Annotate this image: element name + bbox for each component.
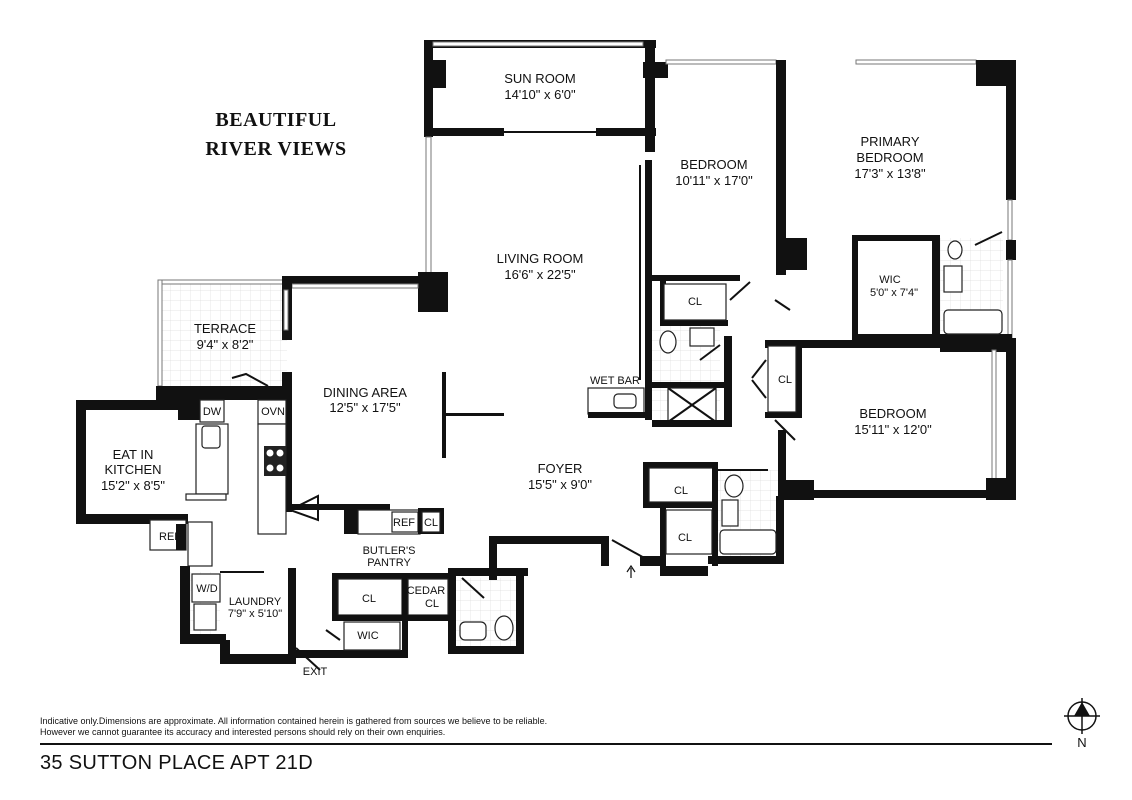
bedroom-1-dims: 10'11" x 17'0" bbox=[675, 173, 753, 188]
entry-arrow-icon bbox=[626, 564, 636, 578]
pantry-ref-label: REF bbox=[393, 517, 415, 529]
cedar-closet-label-1: CEDAR bbox=[407, 585, 446, 597]
living-room-dims: 16'6" x 22'5" bbox=[504, 267, 576, 282]
butlers-pantry-label-1: BUTLER'S bbox=[363, 545, 416, 557]
pantry-closets bbox=[296, 573, 456, 658]
bedroom-2-label: BEDROOM bbox=[859, 406, 926, 421]
dining-area-dims: 12'5" x 17'5" bbox=[329, 400, 401, 415]
foyer-closet-2-label: CL bbox=[678, 532, 692, 544]
kitchen-ref-label: REF bbox=[159, 531, 181, 543]
terrace-floor bbox=[162, 282, 287, 386]
sun-room-walls bbox=[424, 40, 656, 137]
laundry-label: LAUNDRY bbox=[229, 596, 282, 608]
kitchen-label-1: EAT IN bbox=[113, 447, 154, 462]
primary-wic-dims: 5'0" x 7'4" bbox=[870, 287, 918, 299]
cedar-closet-label-2: CL bbox=[425, 598, 439, 610]
powder-room bbox=[448, 568, 528, 654]
bedroom-2-dims: 15'11" x 12'0" bbox=[854, 422, 932, 437]
disclaimer: Indicative only.Dimensions are approxima… bbox=[40, 716, 547, 738]
living-room-walls bbox=[288, 136, 448, 312]
terrace-label: TERRACE bbox=[194, 321, 256, 336]
headline-line-1: BEAUTIFUL bbox=[215, 109, 336, 131]
kitchen-label-2: KITCHEN bbox=[104, 462, 161, 477]
bedroom-2-walls bbox=[751, 299, 1016, 500]
wet-bar bbox=[587, 387, 648, 418]
bedroom-walls bbox=[639, 59, 1016, 420]
pantry-wic-label: WIC bbox=[357, 630, 378, 642]
primary-bedroom-dims: 17'3" x 13'8" bbox=[854, 166, 926, 181]
pantry-closet-label: CL bbox=[424, 517, 438, 529]
terrace-dims: 9'4" x 8'2" bbox=[197, 337, 254, 352]
foyer-label: FOYER bbox=[538, 461, 583, 476]
primary-bedroom-label-1: PRIMARY bbox=[861, 134, 920, 149]
wet-bar-label: WET BAR bbox=[590, 375, 640, 387]
foyer-closet-1-label: CL bbox=[674, 485, 688, 497]
primary-bedroom-label-2: BEDROOM bbox=[856, 150, 923, 165]
dishwasher-label: DW bbox=[203, 406, 222, 418]
headline-line-2: RIVER VIEWS bbox=[205, 138, 346, 160]
terrace-walls bbox=[157, 276, 292, 512]
sun-room-dims: 14'10" x 6'0" bbox=[504, 87, 576, 102]
primary-bath-fixtures bbox=[943, 231, 1003, 335]
primary-wic-label: WIC bbox=[879, 274, 900, 286]
footer-rule bbox=[40, 743, 1052, 745]
compass-north-label: N bbox=[1077, 735, 1086, 750]
pantry-hall-closet-label: CL bbox=[362, 593, 376, 605]
property-address: 35 SUTTON PLACE APT 21D bbox=[40, 752, 313, 774]
dining-area-label: DINING AREA bbox=[323, 385, 407, 400]
kitchen-walls bbox=[76, 386, 287, 567]
laundry-dims: 7'9" x 5'10" bbox=[228, 608, 282, 620]
kitchen-dims: 15'2" x 8'5" bbox=[101, 478, 165, 493]
hall-closet-and-bath bbox=[652, 280, 751, 427]
compass-icon bbox=[1064, 698, 1100, 734]
bedroom-1-label: BEDROOM bbox=[680, 157, 747, 172]
dining-divider-h bbox=[446, 413, 504, 416]
stovetop-icon bbox=[264, 446, 286, 476]
hall-closet-label: CL bbox=[688, 296, 702, 308]
bedroom-2-closet-label: CL bbox=[778, 374, 792, 386]
butlers-pantry-label-2: PANTRY bbox=[367, 557, 411, 569]
washer-dryer-label: W/D bbox=[196, 583, 217, 595]
sun-room-label: SUN ROOM bbox=[504, 71, 576, 86]
butlers-pantry bbox=[287, 494, 444, 535]
foyer-dims: 15'5" x 9'0" bbox=[528, 477, 592, 492]
exit-label: EXIT bbox=[303, 666, 328, 678]
disclaimer-line-1: Indicative only.Dimensions are approxima… bbox=[40, 716, 548, 726]
entry-walls bbox=[489, 536, 664, 580]
laundry-walls bbox=[180, 566, 321, 671]
living-room-label: LIVING ROOM bbox=[497, 251, 584, 266]
oven-label: OVN bbox=[261, 406, 285, 418]
foyer-closets bbox=[643, 462, 784, 576]
dining-divider-v bbox=[442, 372, 446, 458]
disclaimer-line-2: However we cannot guarantee its accuracy… bbox=[40, 727, 446, 737]
